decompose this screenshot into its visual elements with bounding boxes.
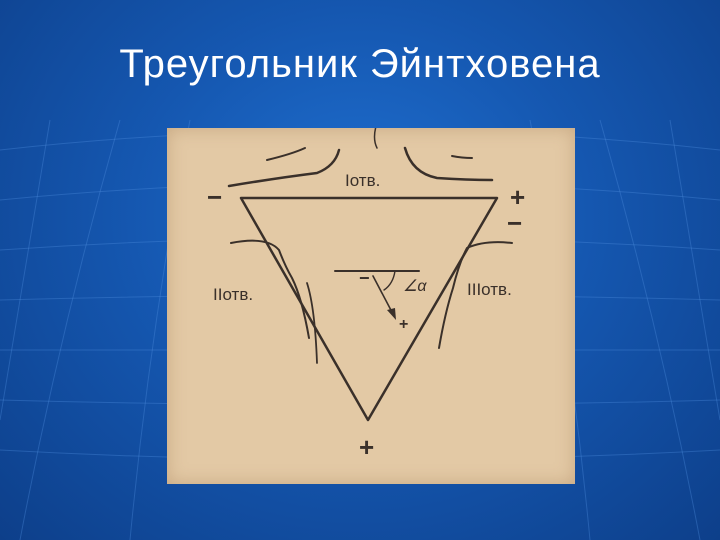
shoulder-right-outline xyxy=(403,146,494,182)
slide-title: Треугольник Эйнтховена xyxy=(119,42,601,86)
angle-alpha-arc xyxy=(383,270,396,291)
neck-top-right-stroke xyxy=(451,155,473,159)
lead-I-negative-sign: − xyxy=(207,182,223,212)
lead-I-label: Iотв. xyxy=(345,171,381,190)
lead-III-label: IIIотв. xyxy=(467,280,512,299)
electrical-axis-arrowhead xyxy=(387,308,396,320)
einthoven-figure: Iотв. IIотв. IIIотв. − + − + − + ∠α xyxy=(167,128,575,484)
lead-II-label: IIотв. xyxy=(213,285,254,304)
body-center-stroke xyxy=(373,128,378,149)
electrical-axis-vector xyxy=(372,275,394,315)
arm-left-lower xyxy=(306,282,318,364)
arm-right-outline xyxy=(438,241,513,349)
axis-negative-sign: − xyxy=(359,268,370,288)
neck-top-left-stroke xyxy=(266,147,306,161)
einthoven-triangle xyxy=(239,196,499,422)
axis-positive-sign: + xyxy=(399,316,409,333)
einthoven-triangle-drawing xyxy=(227,128,513,422)
bottom-positive-sign: + xyxy=(359,432,375,462)
lead-I-positive-sign: + xyxy=(510,182,526,212)
angle-alpha-label: ∠α xyxy=(403,278,427,295)
lead-III-negative-sign: − xyxy=(507,208,523,238)
shoulder-left-outline xyxy=(227,148,341,188)
